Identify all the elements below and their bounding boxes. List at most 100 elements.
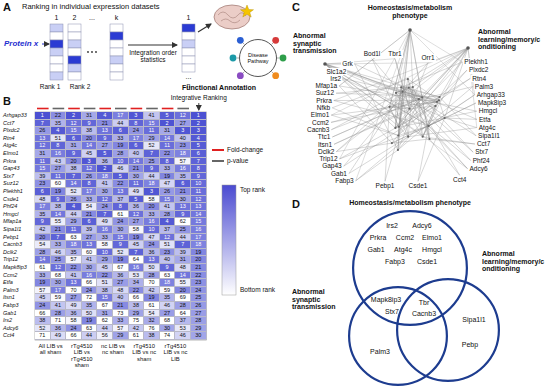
table-cell: 4 (51, 127, 67, 135)
pathway-link (271, 43, 273, 45)
table-cell: 44 (97, 325, 113, 333)
table-cell: 6 (191, 150, 207, 158)
p-value-tick (146, 108, 158, 110)
table-cell: 12 (191, 196, 207, 204)
network-edge (419, 99, 477, 111)
table-cell: 4 (97, 112, 113, 120)
table-cell: 28 (144, 272, 160, 280)
table-cell: 15 (66, 127, 82, 135)
table-cell: 43 (51, 158, 67, 166)
table-cell: 4 (191, 135, 207, 143)
table-cell: 55 (51, 218, 67, 226)
network-dot (388, 106, 390, 108)
table-cell: 66 (66, 332, 82, 340)
rank-gradient (222, 185, 236, 295)
table-cell: 20 (175, 287, 191, 295)
table-cell: 63 (160, 272, 176, 280)
gene-name: Fabp3 (3, 302, 19, 310)
table-cell: 36 (113, 272, 129, 280)
table-cell: 14 (191, 211, 207, 219)
network-edge (423, 106, 436, 137)
network-edge (325, 64, 429, 126)
network-edge (385, 135, 398, 181)
table-cell: 9 (144, 165, 160, 173)
rank-cell (68, 72, 81, 80)
rank-cell (50, 64, 63, 72)
circle-shape (240, 40, 277, 77)
table-cell: 15 (160, 196, 176, 204)
rank-cell (110, 56, 123, 64)
network-edge (392, 139, 430, 143)
table-cell: 63 (66, 234, 82, 242)
network-dot (418, 98, 420, 100)
table-cell: 38 (35, 317, 51, 325)
network-edge (410, 30, 429, 139)
network-edge (429, 103, 476, 126)
network-edge (398, 30, 410, 150)
gene-label: Rtn4 (471, 75, 487, 82)
table-cell: 35 (35, 211, 51, 219)
rank-cell (68, 64, 81, 72)
table-cell: 69 (175, 294, 191, 302)
network-edge (410, 30, 462, 62)
table-cell: 49 (129, 188, 145, 196)
gradient-label: Top rank (240, 186, 265, 193)
rank-cell (110, 72, 123, 80)
fold-change-tick (162, 108, 174, 110)
table-cell: 44 (175, 234, 191, 242)
network-dot (436, 101, 438, 103)
table-cell: 3 (82, 158, 98, 166)
table-cell: 12 (66, 120, 82, 128)
table-cell: 45 (82, 150, 98, 158)
protein-label: Protein x (4, 39, 38, 48)
table-cell: 40 (113, 294, 129, 302)
pathway-link (237, 58, 240, 59)
table-cell: 16 (144, 218, 160, 226)
gene-name: Sipa1l1 (3, 226, 21, 234)
gene-label: Arhgap33 (476, 91, 506, 98)
panel-letter: C (292, 1, 300, 14)
table-cell: 48 (35, 196, 51, 204)
column-header: nc LIB vs nc sham (98, 343, 129, 356)
table-cell: 4 (160, 218, 176, 226)
table-cell: 54 (82, 203, 98, 211)
table-cell: 61 (144, 302, 160, 310)
network-edge (325, 64, 435, 106)
table-cell: 30 (51, 279, 67, 287)
network-edge (325, 64, 399, 127)
gene-label: Fabp3 (334, 177, 354, 184)
table-cell: 33 (82, 196, 98, 204)
table-cell: 31 (175, 256, 191, 264)
network-dot (428, 138, 430, 140)
table-cell: 11 (51, 173, 67, 181)
venn-gene: Irs2 (386, 222, 398, 230)
table-cell: 75 (129, 317, 145, 325)
table-cell: 57 (35, 287, 51, 295)
table-cell: 20 (82, 135, 98, 143)
table-cell: 27 (97, 142, 113, 150)
table-cell: 50 (82, 310, 98, 318)
table-cell: 41 (97, 180, 113, 188)
table-cell: 46 (51, 249, 67, 257)
table-cell: 28 (35, 249, 51, 257)
category-label: Homeostasis/metabolism phenotype (351, 4, 469, 19)
table-cell: 64 (175, 310, 191, 318)
network-edge (395, 109, 409, 128)
table-cell: 18 (66, 241, 82, 249)
table-cell: 38 (51, 203, 67, 211)
gene-label: Atg4c (478, 124, 497, 131)
table-cell: 8 (129, 120, 145, 128)
network-edge (392, 48, 468, 143)
table-cell: 58 (66, 317, 82, 325)
table-cell: 7 (35, 120, 51, 128)
table-cell: 5 (97, 150, 113, 158)
gene-label: Hmgcl (478, 107, 498, 114)
table-cell: 31 (97, 310, 113, 318)
table-cell: 21 (175, 188, 191, 196)
table-cell: 29 (113, 332, 129, 340)
network-edge (409, 48, 468, 109)
network-dot (394, 127, 396, 129)
down-arrow (198, 103, 199, 110)
network-edge (429, 139, 474, 144)
